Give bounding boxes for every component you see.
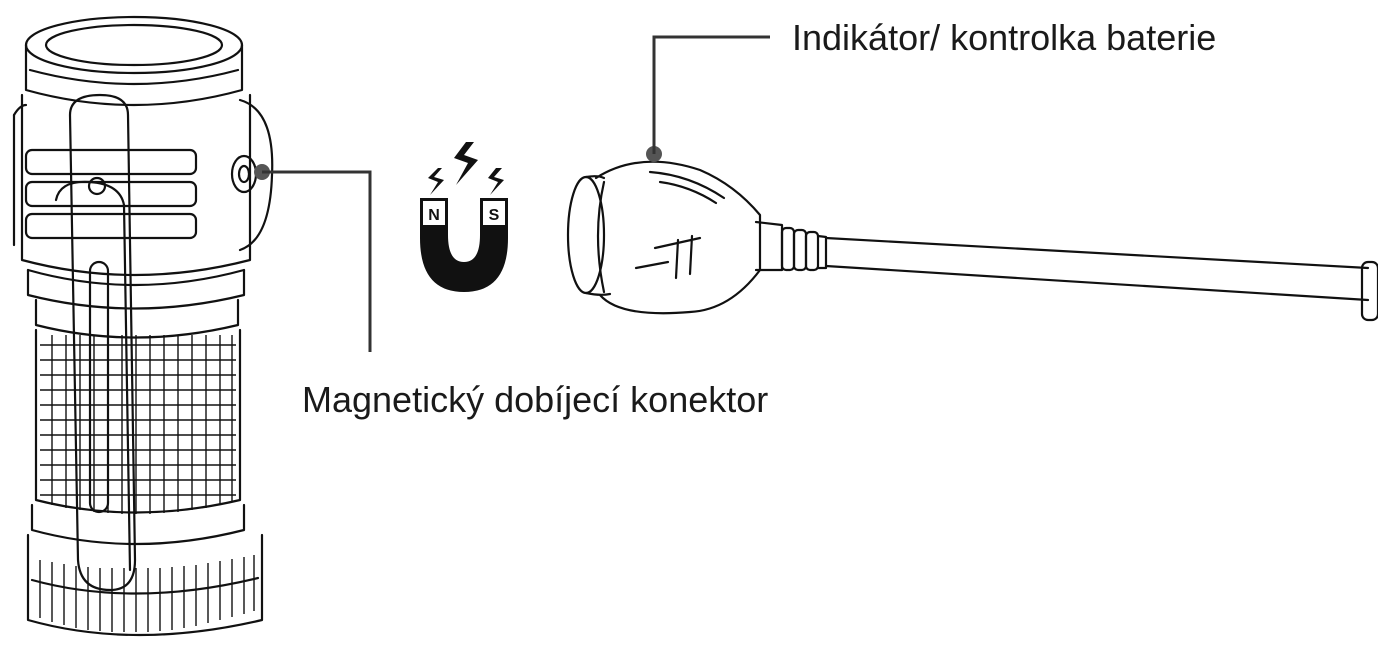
knurling-grid (40, 335, 236, 514)
magnetic-charging-cable (566, 160, 1378, 322)
magnetic-connector-label: Magnetický dobíjecí konektor (302, 379, 769, 420)
horseshoe-magnet-icon: N S (420, 142, 508, 292)
magnet-pole-south: S (489, 207, 500, 224)
connector-callout (254, 164, 372, 352)
indicator-callout (646, 35, 770, 162)
flashlight-illustration (12, 15, 274, 637)
magnet-pole-north: N (428, 207, 440, 224)
battery-indicator-label: Indikátor/ kontrolka baterie (792, 17, 1217, 58)
